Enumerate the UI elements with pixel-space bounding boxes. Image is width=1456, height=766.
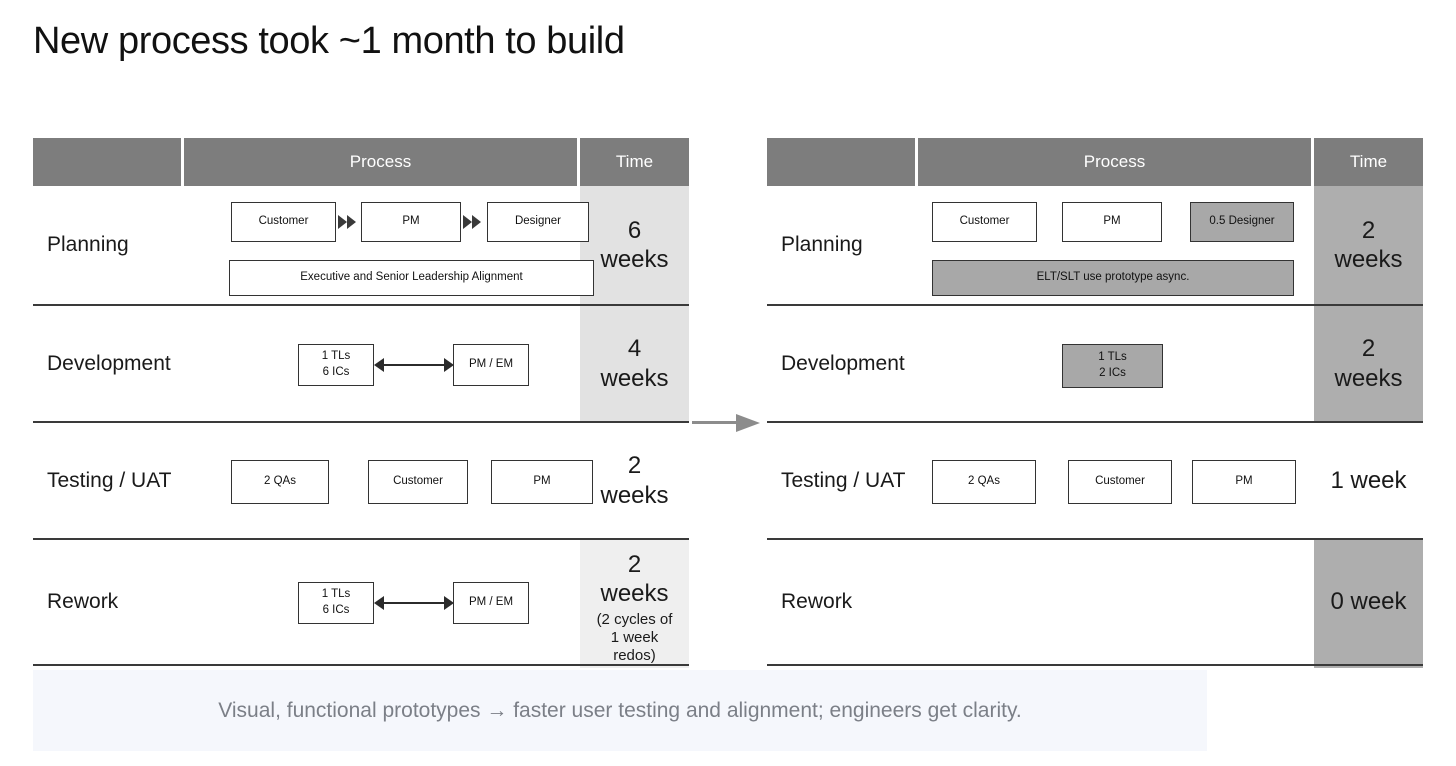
right-table-header: Process Time — [767, 138, 1423, 186]
row-process-testing: 2 QAs Customer PM — [184, 423, 593, 538]
chevron-arrow-icon — [463, 215, 481, 229]
left-header-gap-2 — [577, 138, 580, 186]
row-label-development: Development — [781, 351, 905, 375]
left-time-shade-rework — [580, 540, 689, 668]
process-box-customer: Customer — [1068, 460, 1172, 504]
table-row: Rework 0 week — [767, 540, 1423, 666]
left-header-process: Process — [184, 138, 577, 186]
table-row: Planning Customer PM 0.5 Designer ELT/SL… — [767, 186, 1423, 306]
left-table-rows: Planning Customer PM Designer Executive … — [33, 186, 689, 666]
new-process-table: Process Time Planning Customer PM 0.5 De… — [767, 138, 1423, 668]
process-box-2-qas: 2 QAs — [231, 460, 329, 504]
process-box-designer: Designer — [487, 202, 589, 242]
row-time-rework-note: (2 cycles of 1 week redos) — [596, 610, 673, 664]
left-time-shade-development — [580, 306, 689, 423]
row-label-testing-uat: Testing / UAT — [781, 468, 906, 492]
right-header-gap — [915, 138, 918, 186]
row-process-rework: 1 TLs 6 ICs PM / EM — [184, 540, 580, 664]
right-header-process: Process — [918, 138, 1311, 186]
row-label-planning: Planning — [47, 233, 129, 256]
footer-band: Visual, functional prototypes → faster u… — [33, 670, 1207, 751]
right-time-shade-rework — [1314, 540, 1423, 668]
process-box-customer: Customer — [932, 202, 1037, 242]
process-box-elt-slt-prototype: ELT/SLT use prototype async. — [932, 260, 1294, 296]
row-time-rework: 0 week — [1330, 588, 1407, 616]
right-time-shade-development — [1314, 306, 1423, 423]
right-time-shade-planning — [1314, 186, 1423, 306]
row-process-testing: 2 QAs Customer PM — [918, 423, 1314, 538]
bidirectional-arrow-icon — [374, 596, 454, 610]
right-table-rows: Planning Customer PM 0.5 Designer ELT/SL… — [767, 186, 1423, 666]
row-label-testing-uat: Testing / UAT — [47, 468, 172, 492]
left-header-time: Time — [580, 138, 689, 186]
process-box-tls-ics: 1 TLs 6 ICs — [298, 344, 374, 386]
row-label-rework: Rework — [781, 590, 853, 613]
row-process-development: 1 TLs 2 ICs — [918, 306, 1314, 421]
row-process-planning: Customer PM 0.5 Designer ELT/SLT use pro… — [918, 186, 1314, 304]
process-box-tls-ics: 1 TLs 2 ICs — [1062, 344, 1163, 388]
row-time-testing: 2 weeks — [600, 452, 669, 509]
footer-caption: Visual, functional prototypes → faster u… — [218, 698, 1022, 722]
row-time-development: 2 weeks — [1334, 335, 1403, 392]
chevron-arrow-icon — [338, 215, 356, 229]
left-time-shade-planning — [580, 186, 689, 306]
left-table-header: Process Time — [33, 138, 689, 186]
row-process-development: 1 TLs 6 ICs PM / EM — [184, 306, 580, 421]
process-box-customer: Customer — [368, 460, 468, 504]
row-process-planning: Customer PM Designer Executive and Senio… — [184, 186, 594, 304]
row-label-rework: Rework — [47, 590, 119, 613]
transition-arrow-icon — [692, 414, 762, 432]
right-header-gap-2 — [1311, 138, 1314, 186]
table-row: Planning Customer PM Designer Executive … — [33, 186, 689, 306]
row-time-rework: 2 weeks (2 cycles of 1 week redos) — [580, 540, 689, 674]
left-header-label-cell — [33, 138, 181, 186]
table-row: Rework 1 TLs 6 ICs PM / EM 2 weeks (2 cy… — [33, 540, 689, 666]
row-time-planning: 2 weeks — [1334, 216, 1403, 273]
process-box-exec-alignment: Executive and Senior Leadership Alignmen… — [229, 260, 594, 296]
table-row: Development 1 TLs 2 ICs 2 weeks — [767, 306, 1423, 423]
table-row: Testing / UAT 2 QAs Customer PM 2 weeks — [33, 423, 689, 540]
row-time-development: 4 weeks — [600, 335, 669, 392]
bidirectional-arrow-icon — [374, 358, 454, 372]
process-box-pm: PM — [1192, 460, 1296, 504]
table-row: Development 1 TLs 6 ICs PM / EM 4 weeks — [33, 306, 689, 423]
process-box-pm: PM — [491, 460, 593, 504]
process-box-tls-ics: 1 TLs 6 ICs — [298, 582, 374, 624]
left-header-gap — [181, 138, 184, 186]
process-box-half-designer: 0.5 Designer — [1190, 202, 1294, 242]
process-box-customer: Customer — [231, 202, 336, 242]
process-box-pm: PM — [361, 202, 461, 242]
process-box-pm-em: PM / EM — [453, 344, 529, 386]
right-header-label-cell — [767, 138, 915, 186]
row-process-rework — [918, 540, 1314, 664]
right-header-time: Time — [1314, 138, 1423, 186]
row-time-testing: 1 week — [1330, 466, 1407, 494]
row-label-development: Development — [47, 351, 171, 375]
process-box-2-qas: 2 QAs — [932, 460, 1036, 504]
process-box-pm: PM — [1062, 202, 1162, 242]
process-box-pm-em: PM / EM — [453, 582, 529, 624]
row-time-planning: 6 weeks — [600, 216, 669, 273]
row-label-planning: Planning — [781, 233, 863, 256]
table-row: Testing / UAT 2 QAs Customer PM 1 week — [767, 423, 1423, 540]
row-time-rework-value: 2 weeks — [600, 551, 669, 608]
old-process-table: Process Time Planning Customer PM Design… — [33, 138, 689, 668]
page-title: New process took ~1 month to build — [33, 20, 625, 62]
